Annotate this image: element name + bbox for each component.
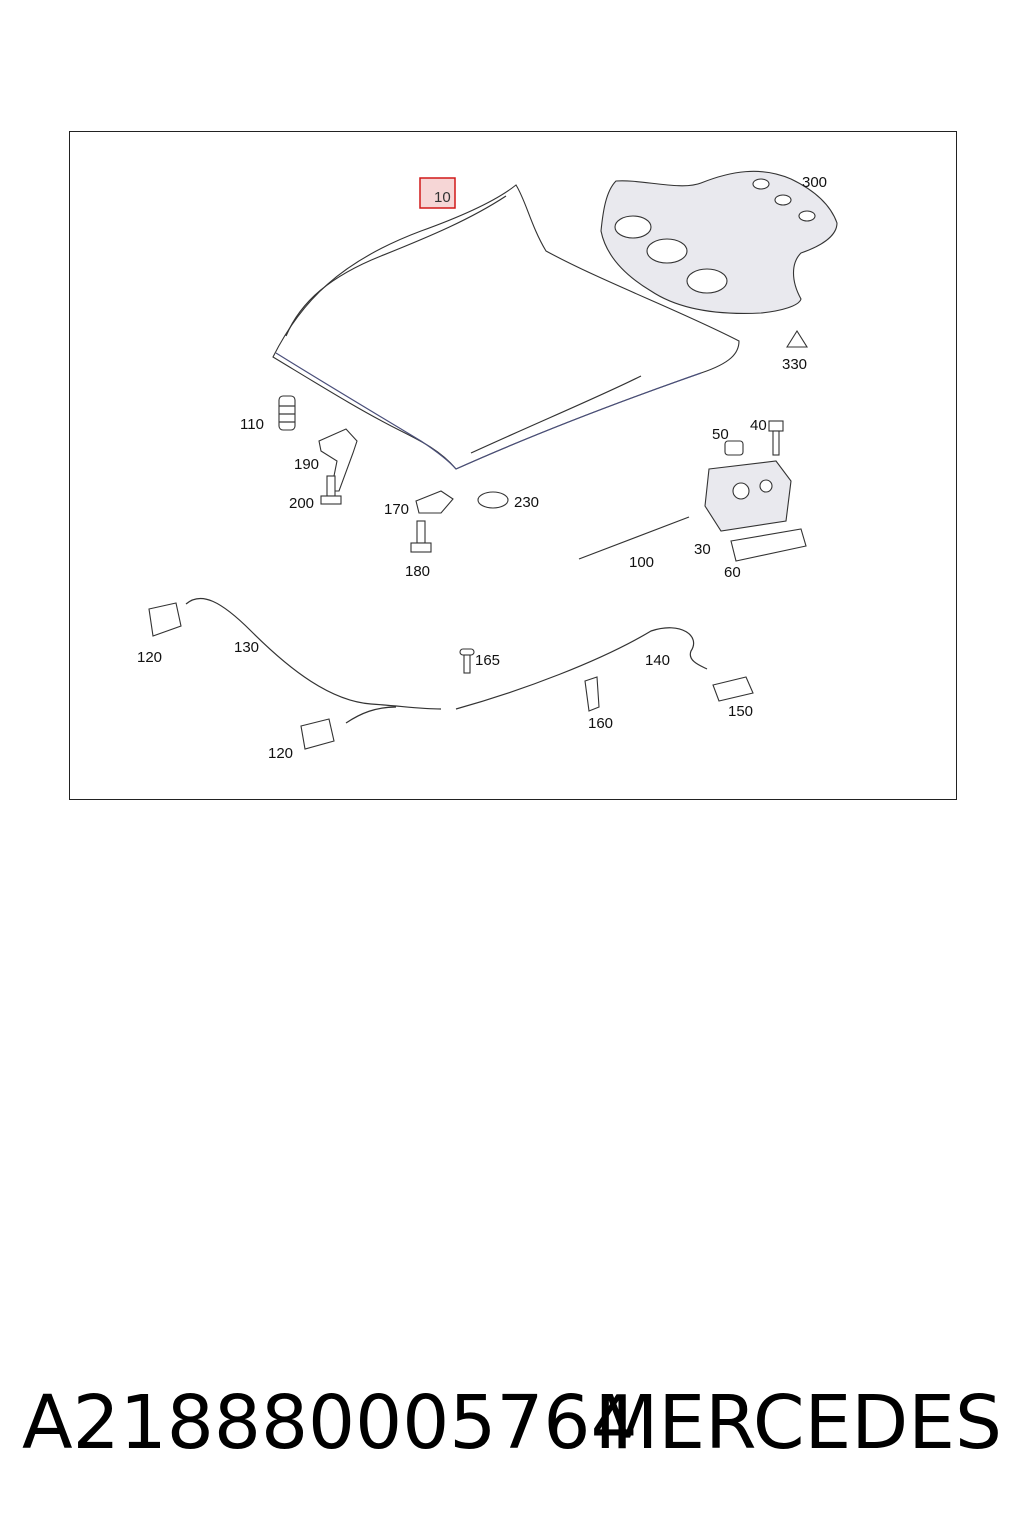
clip-330 bbox=[786, 329, 808, 348]
label-130: 130 bbox=[234, 639, 259, 656]
hood-hinge-190 bbox=[318, 428, 358, 492]
label-190: 190 bbox=[294, 456, 319, 473]
hood-parts-diagram: 10 300 330 110 190 200 170 230 180 40 50… bbox=[137, 170, 838, 762]
label-140: 140 bbox=[645, 652, 670, 669]
label-165: 165 bbox=[475, 652, 500, 669]
brand-name: MERCEDES bbox=[594, 1380, 1002, 1466]
label-160: 160 bbox=[588, 715, 613, 732]
release-handle-120a bbox=[148, 602, 182, 637]
gas-strut-100 bbox=[578, 516, 690, 560]
label-110: 110 bbox=[240, 416, 264, 433]
release-cable-130 bbox=[185, 597, 442, 724]
label-200: 200 bbox=[289, 495, 314, 512]
bolt-40 bbox=[768, 420, 784, 456]
hood-insulation-mat bbox=[600, 170, 838, 314]
rubber-bumper-110 bbox=[278, 395, 296, 431]
label-120-bottom: 120 bbox=[268, 745, 293, 762]
hood-lock-30 bbox=[704, 460, 792, 532]
label-100: 100 bbox=[629, 554, 654, 571]
parts-diagram-frame: 10 300 330 110 190 200 170 230 180 40 50… bbox=[69, 131, 957, 800]
label-60: 60 bbox=[724, 564, 741, 581]
label-120-top: 120 bbox=[137, 649, 162, 666]
footer: A218880005764 MERCEDES bbox=[0, 1378, 1024, 1468]
label-330: 330 bbox=[782, 356, 807, 373]
nut-50 bbox=[724, 440, 744, 456]
label-180: 180 bbox=[405, 563, 430, 580]
release-cable-140 bbox=[455, 627, 708, 710]
label-50: 50 bbox=[712, 426, 729, 443]
bracket-170 bbox=[415, 490, 454, 514]
part-number: A218880005764 bbox=[22, 1380, 638, 1466]
release-handle-120b bbox=[300, 718, 335, 750]
pin-165 bbox=[459, 648, 475, 674]
bracket-160 bbox=[584, 676, 600, 712]
label-10: 10 bbox=[434, 189, 451, 206]
lock-cover-60 bbox=[730, 528, 807, 562]
label-230: 230 bbox=[514, 494, 539, 511]
release-lever-150 bbox=[712, 676, 754, 702]
label-150: 150 bbox=[728, 703, 753, 720]
bolt-180 bbox=[410, 520, 432, 553]
highlighted-part-label[interactable]: 10 bbox=[419, 177, 456, 209]
label-300: 300 bbox=[802, 174, 827, 191]
bolt-200 bbox=[320, 475, 342, 505]
seal-230 bbox=[477, 491, 509, 509]
label-40: 40 bbox=[750, 417, 767, 434]
label-170: 170 bbox=[384, 501, 409, 518]
label-30: 30 bbox=[694, 541, 711, 558]
hood-panel bbox=[272, 184, 740, 470]
